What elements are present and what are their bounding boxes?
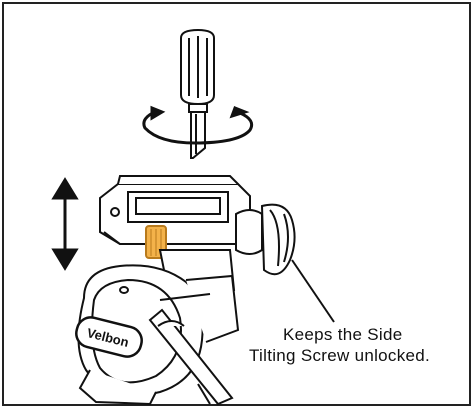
rotation-arrow-icon <box>142 105 254 145</box>
caption-line-2: Tilting Screw unlocked. <box>249 346 431 365</box>
velbon-logo-badge <box>75 316 143 358</box>
vertical-double-arrow-icon <box>51 177 79 271</box>
tripod-head-icon <box>75 175 335 406</box>
caption-line-1: Keeps the Side <box>283 325 403 344</box>
screwdriver-icon <box>180 28 215 159</box>
